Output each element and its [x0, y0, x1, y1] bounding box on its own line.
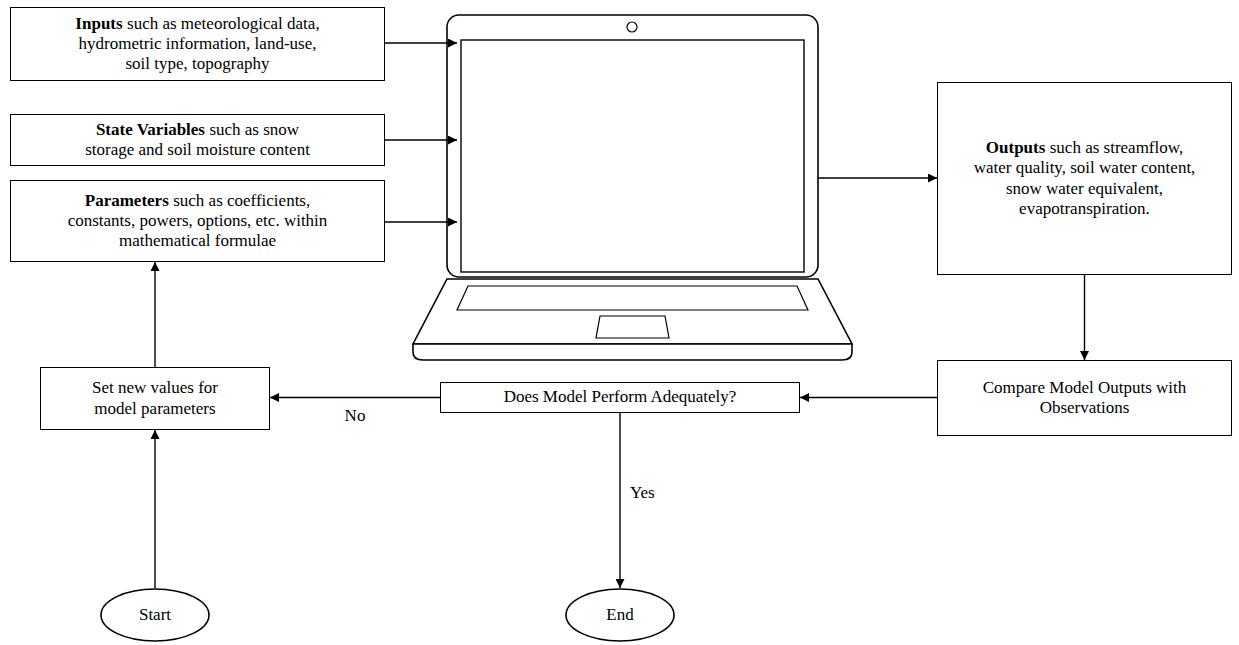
input-box: Inputssuch as meteorological data, hydro… — [10, 7, 385, 81]
terminal-oval: End — [565, 588, 675, 642]
edge-label: Yes — [628, 483, 657, 503]
parameter-box: Parameterssuch as coefficients, constant… — [10, 180, 385, 262]
state-box: State Variablessuch as snow storage and … — [10, 114, 385, 166]
laptop-touchpad — [596, 316, 669, 338]
box-text: Set new values for model parameters — [92, 378, 218, 417]
box-heading: Inputs — [75, 14, 122, 33]
laptop-camera — [627, 22, 637, 32]
box-heading: Parameters — [85, 191, 169, 210]
decision-box: Does Model Perform Adequately? — [440, 382, 800, 413]
box-text: Does Model Perform Adequately? — [504, 387, 737, 406]
box-text: Start — [139, 605, 171, 624]
flow-arrow — [154, 430, 155, 588]
flow-arrow — [154, 262, 155, 367]
oval-shape — [101, 589, 209, 641]
laptop-base-edge — [413, 344, 852, 360]
oval-shape — [566, 589, 674, 641]
box-text: End — [606, 605, 633, 624]
edge-label: No — [343, 406, 368, 426]
text-block: Set new values for model parameters — [71, 378, 239, 418]
box-heading: Outputs — [986, 138, 1046, 157]
laptop-base — [413, 279, 852, 344]
process-box: Set new values for model parameters — [40, 367, 270, 430]
parameter-arrow — [385, 221, 457, 222]
text-block: Inputssuch as meteorological data, hydro… — [69, 14, 326, 74]
text-block: State Variablessuch as snow storage and … — [75, 120, 320, 160]
output-arrow — [818, 177, 937, 178]
process-box: Compare Model Outputs with Observations — [937, 360, 1232, 436]
laptop-lid — [447, 15, 818, 277]
text-block: Parameterssuch as coefficients, constant… — [67, 191, 328, 251]
laptop-screen — [461, 40, 804, 272]
laptop-keyboard — [457, 286, 808, 310]
box-heading: State Variables — [96, 120, 205, 139]
text-block: End — [575, 605, 665, 625]
output-box: Outputssuch as streamflow, water quality… — [937, 82, 1232, 275]
flow-arrow — [619, 413, 620, 588]
text-block: Start — [110, 605, 200, 625]
input-arrow — [385, 42, 457, 43]
state-arrow — [385, 139, 457, 140]
text-block: Compare Model Outputs with Observations — [978, 378, 1191, 418]
flow-arrow — [270, 397, 440, 398]
flow-arrow — [1084, 275, 1085, 360]
box-text: Compare Model Outputs with Observations — [983, 378, 1187, 417]
text-block: Does Model Perform Adequately? — [451, 387, 789, 407]
text-block: Outputssuch as streamflow, water quality… — [968, 138, 1201, 218]
flow-arrow — [800, 397, 937, 398]
terminal-oval: Start — [100, 588, 210, 642]
